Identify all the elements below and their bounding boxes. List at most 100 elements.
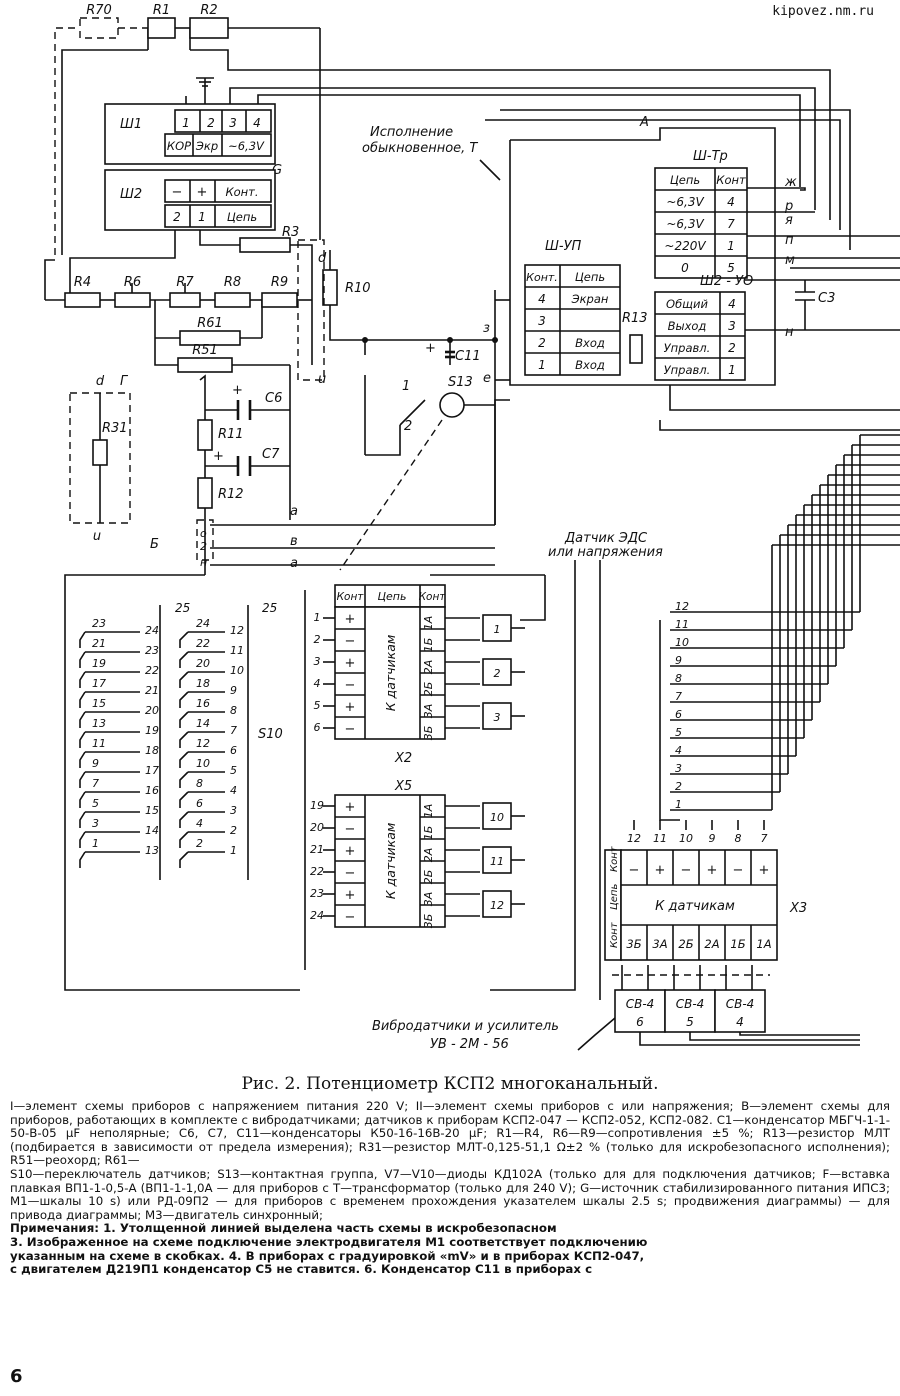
ladder-label-10: 10 — [675, 636, 689, 649]
resistor-r12 — [197, 477, 213, 509]
sh2-uo-row-2-name: Управл. — [664, 341, 711, 355]
dsw-right-20: 20 — [196, 657, 210, 670]
x3-top-num-12: 12 — [627, 832, 641, 845]
resistor-r6 — [114, 292, 151, 308]
note-paragraph-1: I—элемент схемы приборов с напряжением п… — [10, 1099, 890, 1168]
dsw-right-4: 4 — [196, 817, 203, 830]
sh2-uo-row-1-name: Выход — [668, 319, 707, 333]
x2-contact-3: 2Б — [422, 682, 435, 697]
dsw-right-r-8: 8 — [230, 704, 237, 717]
resistor-r8 — [214, 292, 251, 308]
dsw-left-r-18: 18 — [145, 744, 159, 757]
sh2-uo-row-0-pin: 4 — [728, 297, 736, 311]
dsw-left-5: 5 — [92, 797, 99, 810]
node-e: е — [483, 371, 491, 386]
right-letter-4: м — [785, 253, 795, 268]
source-g-label: G — [272, 163, 282, 178]
capacitor-c3: C3 — [818, 291, 835, 306]
dashed-link — [297, 239, 325, 381]
ladder-label-4: 4 — [675, 744, 682, 757]
ladder-label-5: 5 — [675, 726, 682, 739]
resistor-r11 — [197, 419, 213, 451]
fuse-box — [196, 519, 214, 561]
dsw-left-9: 9 — [92, 757, 99, 770]
sh-tr-label: Ш-Тр — [693, 149, 728, 164]
dsw-left-r-16: 16 — [145, 784, 159, 797]
switch-pos-1: 1 — [402, 379, 410, 394]
x2-text: К датчикам — [383, 635, 398, 712]
note-bold-1: Примечания: 1. Утолщенной линией выделен… — [10, 1221, 557, 1236]
resistor-r3 — [239, 237, 291, 253]
x3-text: К датчикам — [655, 899, 735, 914]
vibro-line-1: Вибродатчики и усилитель — [372, 1019, 559, 1034]
cb-name-4: СВ-4 — [726, 997, 755, 1011]
ispol-line-2: обыкновенное, Т — [362, 141, 478, 156]
resistor-label-r2: R2 — [200, 3, 217, 18]
x3-bottom-5: 1А — [756, 937, 771, 951]
node-z: з — [483, 321, 490, 336]
x3-label: X3 — [789, 901, 807, 916]
resistor-label-r70: R70 — [86, 3, 112, 18]
x2-sign-4: + — [345, 700, 356, 715]
x5-pin-19: 19 — [310, 799, 324, 812]
sh2-uo-row-2-pin: 2 — [728, 341, 736, 355]
datchik-line-2: или напряжения — [548, 545, 663, 560]
x5-sensor-label-11: 11 — [490, 855, 504, 868]
x5-pin-20: 20 — [310, 821, 324, 834]
x2-head-2: Конт — [419, 591, 447, 603]
ladder-label-6: 6 — [675, 708, 682, 721]
x5-sign-1: − — [345, 822, 356, 837]
sh-tr-row-0-pin: 4 — [727, 195, 735, 209]
cb-block-5 — [664, 989, 716, 1033]
x5-sensor-10 — [482, 802, 512, 830]
vibro-line-2: УВ - 2М - 56 — [430, 1037, 509, 1052]
sh2-uo-row-0-name: Общий — [666, 297, 708, 311]
note-bold-2: 3. Изображенное на схеме подключение эле… — [10, 1234, 648, 1249]
sh-tr-row-3-name: 0 — [681, 261, 689, 275]
dsw-right-r-11: 11 — [230, 644, 244, 657]
sh2-cep: Цепь — [227, 210, 257, 224]
ispol-line-1: Исполнение — [370, 125, 453, 140]
x2-contact-0: 1А — [422, 616, 435, 631]
dsw-right-18: 18 — [196, 677, 210, 690]
resistor-r2 — [189, 17, 229, 39]
sh2-pin-1: 1 — [198, 210, 206, 224]
resistor-label-r3: R3 — [282, 225, 299, 240]
resistor-label-r61: R61 — [197, 316, 223, 331]
note-bold-4: с двигателем Д219П1 конденсатор C5 не ст… — [10, 1262, 593, 1277]
circuit-diagram: R70R1R2Ш11234КОРЭкр~6,3VGШ2−+Конт.21Цепь… — [44, 3, 900, 1052]
sh-up-row-0-name: Экран — [571, 292, 609, 306]
ladder-label-11: 11 — [675, 618, 689, 631]
sh-up-row-0-pin: 4 — [538, 292, 546, 306]
dsw-right-r-4: 4 — [230, 784, 237, 797]
junction-dot — [447, 337, 453, 343]
ladder-label-1: 1 — [675, 798, 682, 811]
x3-bottom-2: 2Б — [678, 937, 693, 951]
dsw-left-17: 17 — [92, 677, 106, 690]
x2-contact-5: 3Б — [422, 726, 435, 741]
dsw-right-8: 8 — [196, 777, 203, 790]
cb-name-6: СВ-4 — [626, 997, 655, 1011]
sh1-pin-1: 1 — [182, 116, 190, 130]
x3-sign-2: − — [681, 863, 692, 878]
node-v: в — [290, 534, 298, 549]
x2-pin-2: 2 — [314, 633, 321, 646]
x5-contact-0: 1А — [422, 804, 435, 819]
wiring — [44, 27, 900, 1051]
node-a2: а — [290, 556, 298, 571]
sh2-uo-row-1-pin: 3 — [728, 319, 736, 333]
x3-row-label-2: Конт — [609, 921, 620, 948]
sh-tr-head-1: Конт — [716, 173, 746, 187]
node-a: a — [290, 504, 298, 519]
sh-up-row-1-pin: 3 — [538, 314, 546, 328]
x2-sign-3: − — [345, 678, 356, 693]
dsw-right-r-3: 3 — [230, 804, 237, 817]
sh1-pin-row — [174, 109, 272, 133]
right-letter-2: я — [785, 213, 793, 228]
cb-block-6 — [614, 989, 666, 1033]
dsw-right-16: 16 — [196, 697, 210, 710]
node-b: Б — [150, 537, 159, 552]
c7-plus: + — [213, 449, 224, 464]
x3-sign-4: − — [733, 863, 744, 878]
